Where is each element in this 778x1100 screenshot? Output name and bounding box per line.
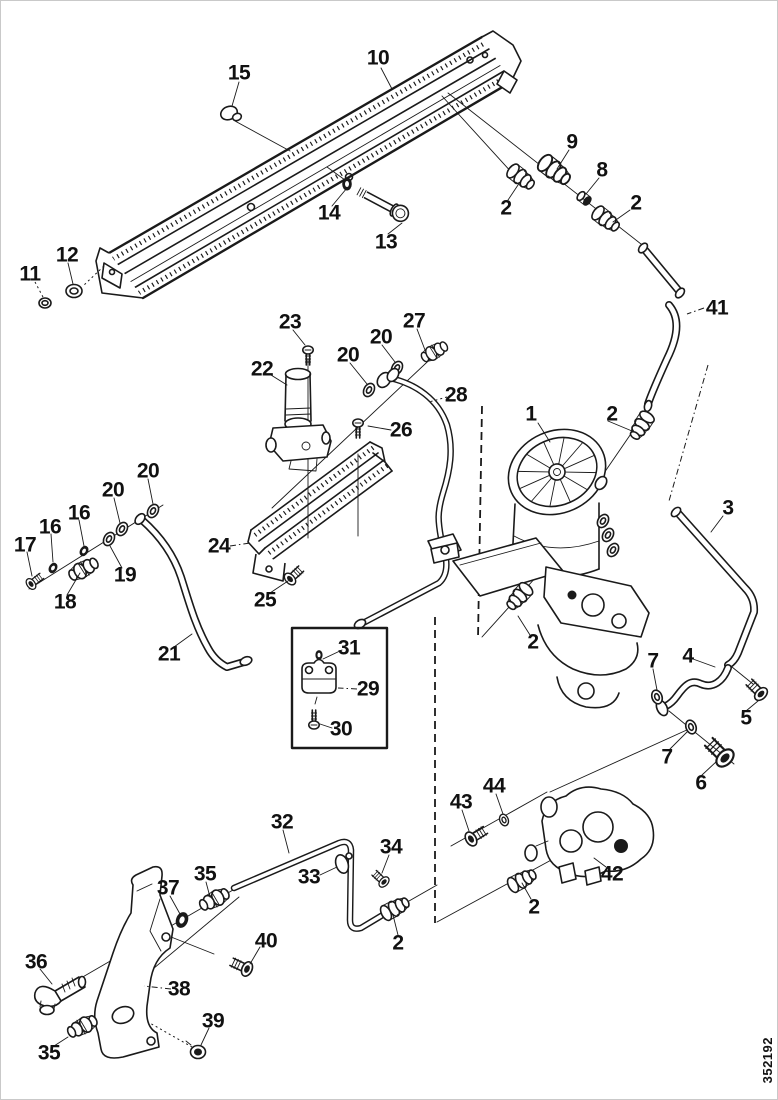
part-callout-23: 23 xyxy=(278,310,302,334)
hose-41 xyxy=(637,242,686,413)
part-callout-18: 18 xyxy=(53,590,77,614)
part-callout-2: 2 xyxy=(392,931,404,955)
mounting-rail xyxy=(95,30,522,300)
part-callout-38: 38 xyxy=(167,977,191,1001)
part-callout-20: 20 xyxy=(136,459,160,483)
part-callout-41: 41 xyxy=(705,296,729,320)
part-callout-11: 11 xyxy=(19,262,41,286)
section-dash-lines xyxy=(434,364,709,923)
part-callout-1: 1 xyxy=(525,402,537,426)
part-callout-30: 30 xyxy=(329,717,353,741)
part-callout-12: 12 xyxy=(55,243,79,267)
valve-42-group xyxy=(461,786,655,895)
part-callout-42: 42 xyxy=(600,862,624,886)
bolt-13 xyxy=(356,187,410,223)
part-callout-2: 2 xyxy=(528,895,540,919)
part-callout-2: 2 xyxy=(630,191,642,215)
part-callout-20: 20 xyxy=(336,343,360,367)
part-callout-9: 9 xyxy=(566,130,578,154)
part-callout-36: 36 xyxy=(24,950,48,974)
part-callout-21: 21 xyxy=(157,642,181,666)
pipe-28 xyxy=(353,367,462,630)
part-callout-3: 3 xyxy=(722,496,734,520)
part-callout-26: 26 xyxy=(389,418,413,442)
part-callout-8: 8 xyxy=(596,158,608,182)
part-callout-25: 25 xyxy=(253,588,277,612)
part-callout-13: 13 xyxy=(374,230,398,254)
part-callout-35: 35 xyxy=(193,862,217,886)
part-callout-39: 39 xyxy=(201,1009,225,1033)
hose-3 xyxy=(670,506,759,669)
bracket-38-group xyxy=(33,865,256,1060)
part-callout-20: 20 xyxy=(369,325,393,349)
part-callout-4: 4 xyxy=(682,644,694,668)
part-callout-35: 35 xyxy=(37,1041,61,1065)
part-callout-44: 44 xyxy=(482,774,506,798)
part-callout-6: 6 xyxy=(695,771,707,795)
part-callout-33: 33 xyxy=(297,865,321,889)
part-callout-2: 2 xyxy=(606,402,618,426)
part-callout-15: 15 xyxy=(227,61,251,85)
part-callout-27: 27 xyxy=(402,309,426,333)
bracket-24-group xyxy=(247,418,393,588)
hose-4-group xyxy=(649,664,771,772)
part-callout-16: 16 xyxy=(67,501,91,525)
part-callout-22: 22 xyxy=(250,357,274,381)
document-number: 352192 xyxy=(760,1036,775,1083)
part-callout-43: 43 xyxy=(449,790,473,814)
part-callout-29: 29 xyxy=(356,677,380,701)
pump-assembly xyxy=(452,428,650,709)
stud-8 xyxy=(576,190,592,206)
part-callout-7: 7 xyxy=(647,649,659,673)
fitting-row xyxy=(503,151,624,236)
part-callout-14: 14 xyxy=(317,201,341,225)
elbow-fitting-36 xyxy=(33,975,87,1016)
part-callout-2: 2 xyxy=(500,196,512,220)
leader-lines xyxy=(26,67,759,1047)
pipe-32-group xyxy=(230,838,413,932)
inset-detail-box xyxy=(290,626,389,750)
part-callout-37: 37 xyxy=(156,876,180,900)
part-callout-32: 32 xyxy=(270,810,294,834)
part-callout-10: 10 xyxy=(366,46,390,70)
hose-21-group xyxy=(23,501,253,671)
rail-fasteners xyxy=(38,105,410,309)
part-callout-5: 5 xyxy=(740,706,752,730)
part-callout-7: 7 xyxy=(661,745,673,769)
valve-22-group xyxy=(265,337,451,472)
part-callout-40: 40 xyxy=(254,929,278,953)
part-callout-2: 2 xyxy=(527,630,539,654)
part-callout-31: 31 xyxy=(337,636,361,660)
part-callout-16: 16 xyxy=(38,515,62,539)
part-callout-19: 19 xyxy=(113,563,137,587)
part-callout-24: 24 xyxy=(207,534,231,558)
part-callout-34: 34 xyxy=(379,835,403,859)
part-callout-17: 17 xyxy=(13,533,37,557)
part-callout-28: 28 xyxy=(444,383,468,407)
part-callout-20: 20 xyxy=(101,478,125,502)
